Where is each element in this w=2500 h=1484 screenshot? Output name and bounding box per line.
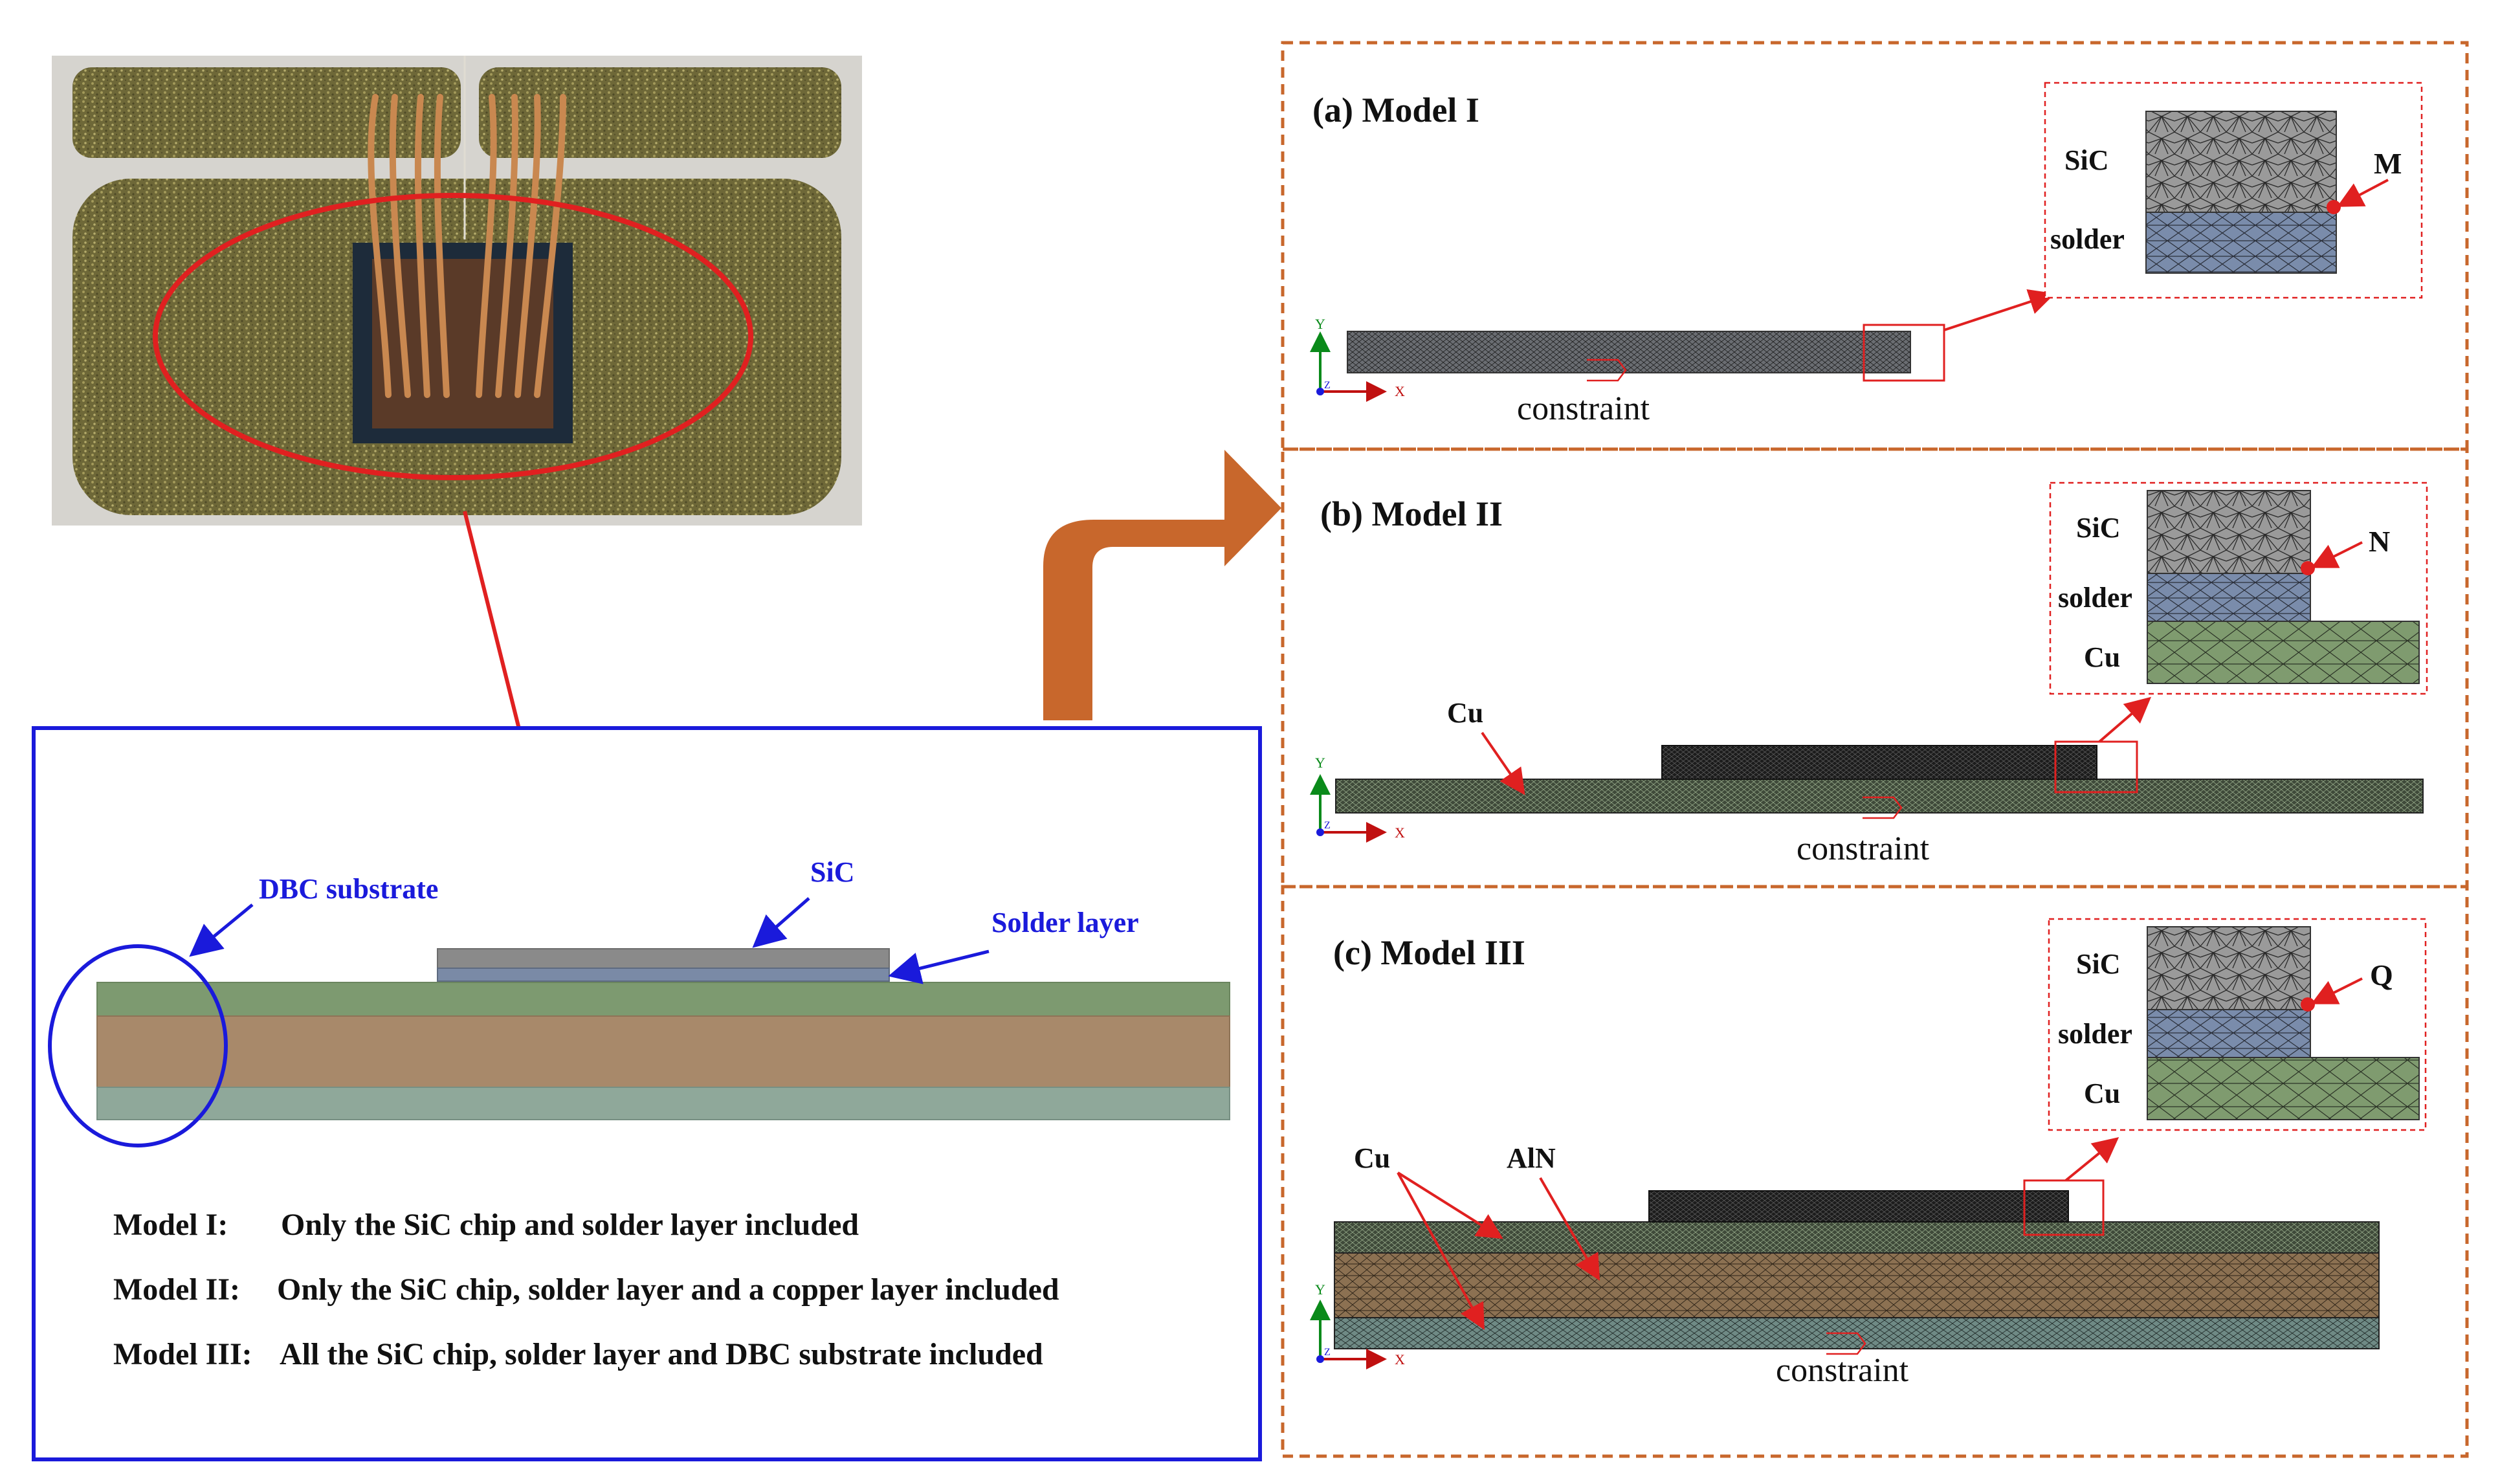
dbc-highlight-ellipse (48, 944, 228, 1147)
model-1-mesh (1347, 331, 1911, 373)
svg-text:Y: Y (1315, 1281, 1325, 1298)
flow-arrow (1043, 450, 1281, 720)
inset-2-cu (2147, 621, 2420, 684)
model-2-text: Only the SiC chip, solder layer and a co… (277, 1272, 1059, 1307)
inset-2-solder-label: solder (2058, 582, 2132, 614)
model-3-axis: Y X Z (1310, 1281, 1405, 1369)
model-1-text: Only the SiC chip and solder layer inclu… (281, 1208, 859, 1242)
schematic-panel: DBC substrate SiC Solder layer Model I: … (32, 726, 1262, 1461)
solder-label: Solder layer (991, 907, 1139, 938)
model-3-prefix: Model III: (113, 1337, 252, 1371)
inset-3-point-label: Q (2370, 958, 2393, 991)
inset-2-cu-label: Cu (2084, 641, 2120, 673)
aln-layer (96, 1015, 1230, 1088)
model-2-cu-arrow (1481, 731, 1525, 795)
inset-1-point-m (2327, 200, 2341, 214)
model-1-inset: SiC solder M (2044, 82, 2423, 299)
model-1-constraint-marker (1587, 359, 1627, 382)
model-2-inset: SiC solder Cu N (2049, 482, 2428, 695)
svg-text:X: X (1395, 825, 1405, 841)
inset-3-cu-label: Cu (2084, 1078, 2120, 1109)
inset-3-point-q (2301, 997, 2315, 1012)
model-3-aln-mesh (1334, 1252, 2380, 1318)
solder-layer (437, 968, 890, 982)
model-2-cu-mesh (1335, 779, 2424, 814)
panel-3-title: (c) Model III (1333, 933, 1525, 972)
model-2-cu-label: Cu (1447, 697, 1483, 729)
model-3-inset: SiC solder Cu Q (2048, 918, 2427, 1131)
model-2-zoom-box (2054, 740, 2138, 793)
model-2-axis: Y X Z (1310, 755, 1405, 843)
model-3-text: All the SiC chip, solder layer and DBC s… (280, 1337, 1043, 1371)
model-3-constraint-label: constraint (1776, 1352, 1909, 1389)
inset-2-sic-label: SiC (2076, 512, 2120, 544)
svg-text:Y: Y (1315, 316, 1325, 332)
model-3-cu-arrow-top (1397, 1171, 1503, 1239)
sic-label: SiC (810, 856, 854, 888)
model-3-cu-top-mesh (1334, 1221, 2380, 1254)
cu-bottom-layer (96, 1087, 1230, 1120)
inset-1-sic (2145, 111, 2337, 213)
package-photo (52, 56, 862, 526)
model-3-zoom-box (2023, 1179, 2105, 1236)
panel-model-3: (c) Model III Cu AlN constraint Y X Z Si… (1281, 885, 2469, 1458)
model-descriptions: Model I: Only the SiC chip and solder la… (113, 1208, 1059, 1371)
inset-3-solder (2147, 1009, 2311, 1058)
inset-1-solder-label: solder (2050, 223, 2125, 255)
model-1-axis: Y X Z (1310, 316, 1405, 402)
inset-3-solder-label: solder (2058, 1018, 2132, 1050)
model-3-chip-mesh (1648, 1190, 2069, 1223)
model-2-chip-mesh (1661, 745, 2097, 780)
solder-arrow (888, 949, 990, 984)
model-2-constraint-marker (1863, 796, 1903, 819)
model-3-aln-arrow (1539, 1177, 1600, 1281)
inset-2-solder (2147, 573, 2311, 622)
sic-arrow (752, 897, 810, 948)
model-3-cu-arrow-bottom (1397, 1172, 1485, 1331)
svg-text:Y: Y (1315, 755, 1325, 771)
inset-3-cu (2147, 1057, 2420, 1120)
inset-2-point-n (2301, 561, 2315, 575)
model-1-prefix: Model I: (113, 1208, 228, 1242)
svg-text:Z: Z (1324, 1347, 1331, 1358)
dbc-label: DBC substrate (259, 873, 438, 905)
panel-model-2: (b) Model II Cu constraint Y X Z SiC sol… (1281, 447, 2469, 889)
inset-1-point-label: M (2374, 147, 2402, 180)
svg-text:X: X (1395, 1351, 1405, 1368)
model-3-aln-label: AlN (1507, 1142, 1556, 1174)
model-3-constraint-marker (1826, 1332, 1866, 1355)
panel-1-title: (a) Model I (1312, 91, 1479, 129)
inset-3-sic-label: SiC (2076, 948, 2120, 980)
panel-model-1: (a) Model I constraint Y X Z SiC solder … (1281, 41, 2469, 451)
model-1-constraint-label: constraint (1517, 390, 1650, 427)
dbc-arrow (189, 903, 254, 957)
svg-text:X: X (1395, 383, 1405, 399)
model-1-zoom-arrow (1943, 289, 2055, 331)
inset-1-sic-label: SiC (2064, 144, 2108, 176)
model-3-cu-label: Cu (1354, 1142, 1390, 1174)
inset-1-solder (2145, 212, 2337, 274)
inset-3-sic (2147, 926, 2311, 1010)
svg-text:Z: Z (1324, 380, 1331, 391)
model-1-zoom-box (1863, 324, 1945, 382)
model-2-prefix: Model II: (113, 1272, 240, 1307)
inset-2-sic (2147, 490, 2311, 574)
model-3-zoom-arrow (2064, 1136, 2119, 1182)
inset-2-point-label: N (2369, 525, 2390, 558)
svg-text:Z: Z (1324, 820, 1331, 831)
cu-top-layer (96, 982, 1230, 1017)
panel-2-title: (b) Model II (1320, 494, 1503, 533)
sic-layer (437, 948, 890, 969)
model-2-zoom-arrow (2098, 696, 2152, 743)
model-2-constraint-label: constraint (1797, 830, 1930, 867)
